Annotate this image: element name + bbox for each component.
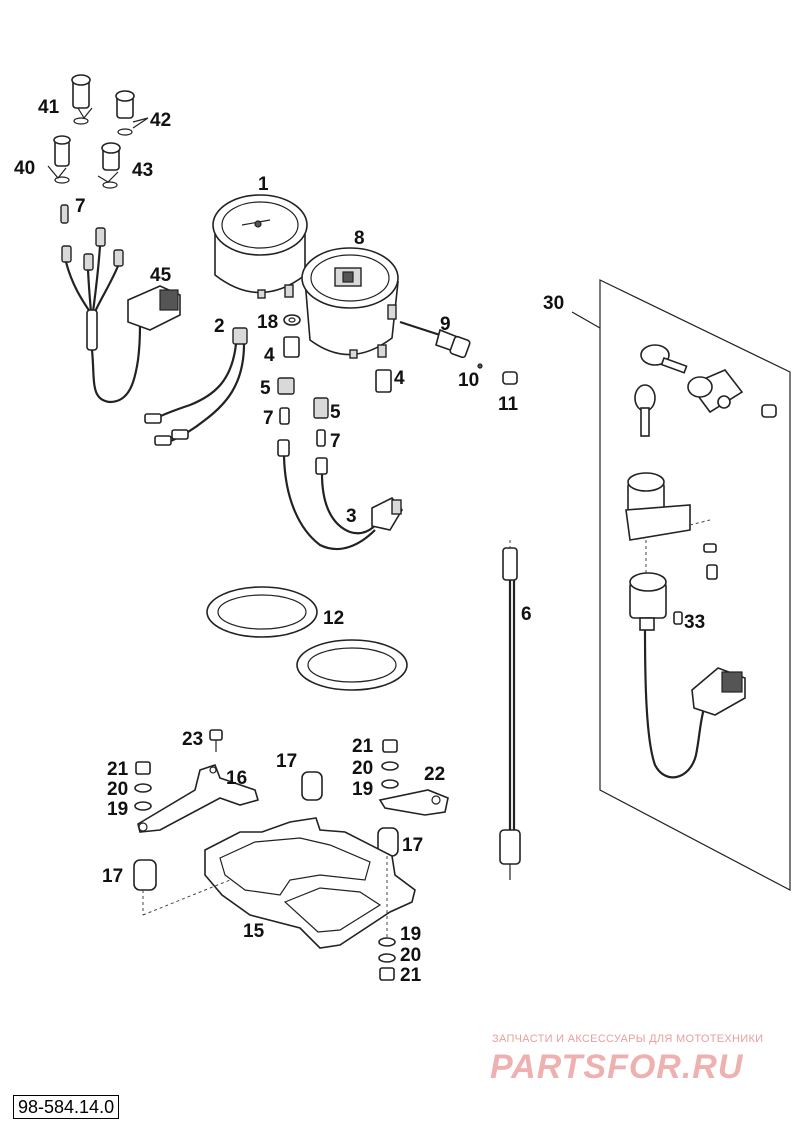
callout-17b: 17 [402,835,423,856]
callout-2: 2 [214,316,225,337]
wire-assembly-3 [282,455,403,550]
callout-5b: 5 [330,402,341,423]
bolt-23 [209,729,223,752]
ignition-barrel [687,369,777,418]
rubber-mounts-17 [133,771,399,891]
callout-3: 3 [346,506,357,527]
callout-23: 23 [182,729,203,750]
callout-8: 8 [354,228,365,249]
bulb-socket-harness [60,204,181,404]
dash-line [689,519,711,526]
drawing-code: 98-584.14.0 [13,1095,120,1119]
fittings-left [277,314,301,457]
watermark-logo: PARTSFOR.RU [490,1048,744,1086]
callout-15: 15 [243,921,265,942]
callout-19c: 19 [400,924,421,945]
callout-1: 1 [258,174,269,195]
leader-42 [132,117,149,129]
dash-line [142,879,231,916]
nut-washer-stack-lower [378,937,396,981]
rubber-rings-12 [206,586,408,691]
callout-9: 9 [440,314,451,335]
callout-labels: 41 42 40 43 7 45 1 8 30 2 18 9 4 10 4 5 … [14,97,705,986]
callout-17: 17 [276,751,297,772]
callout-10: 10 [458,370,479,391]
callout-41: 41 [38,97,60,118]
instrument-gauge-1 [212,194,308,299]
callout-7b: 7 [263,408,274,429]
callout-5: 5 [260,378,271,399]
callout-21c: 21 [400,965,422,986]
speedo-drive-9 [399,320,518,385]
callout-4: 4 [264,345,275,366]
ignition-housing [625,472,718,580]
callout-40: 40 [14,158,35,179]
callout-42: 42 [150,110,171,131]
bracket-22 [378,789,449,816]
leader-41 [77,107,93,120]
callout-16: 16 [226,768,247,789]
callout-7: 7 [75,196,86,217]
callout-17c: 17 [102,866,123,887]
callout-4b: 4 [394,368,405,389]
nut-washer-stack-left [134,761,152,811]
callout-18: 18 [257,312,278,333]
bulb-42 [115,90,135,136]
callout-22: 22 [424,764,445,785]
callout-33: 33 [684,612,705,633]
bulb-43 [101,142,121,189]
speedo-cable-6 [499,547,521,880]
bulb-41 [71,74,91,125]
callout-20c: 20 [400,945,421,966]
bracket-16 [137,763,260,833]
callout-21b: 21 [352,736,374,757]
callout-20: 20 [352,758,373,779]
mounting-plate-15 [204,817,416,949]
watermark-caption: ЗАПЧАСТИ И АКСЕССУАРЫ ДЛЯ МОТОТЕХНИКИ [492,1033,764,1045]
ignition-key-set [634,344,688,437]
callout-19b: 19 [107,799,128,820]
callout-19: 19 [352,779,373,800]
callout-43: 43 [132,160,153,181]
callout-45: 45 [150,265,172,286]
leader-43 [97,171,119,183]
instrument-gauge-8 [301,247,399,359]
callout-6: 6 [521,604,532,625]
callout-21: 21 [107,759,129,780]
callout-12: 12 [323,608,344,629]
nut-washer-stack-center [381,739,399,789]
fittings-right [313,369,392,475]
bulb-40 [53,135,71,184]
callout-7c: 7 [330,431,341,452]
kit-frame-30 [599,279,791,891]
callout-30: 30 [543,293,564,314]
ignition-switch [629,572,746,779]
leader-30 [571,311,601,329]
wire-assembly-2 [144,327,248,446]
callout-11: 11 [498,394,519,415]
leader-40 [47,165,67,179]
callout-20b: 20 [107,779,128,800]
